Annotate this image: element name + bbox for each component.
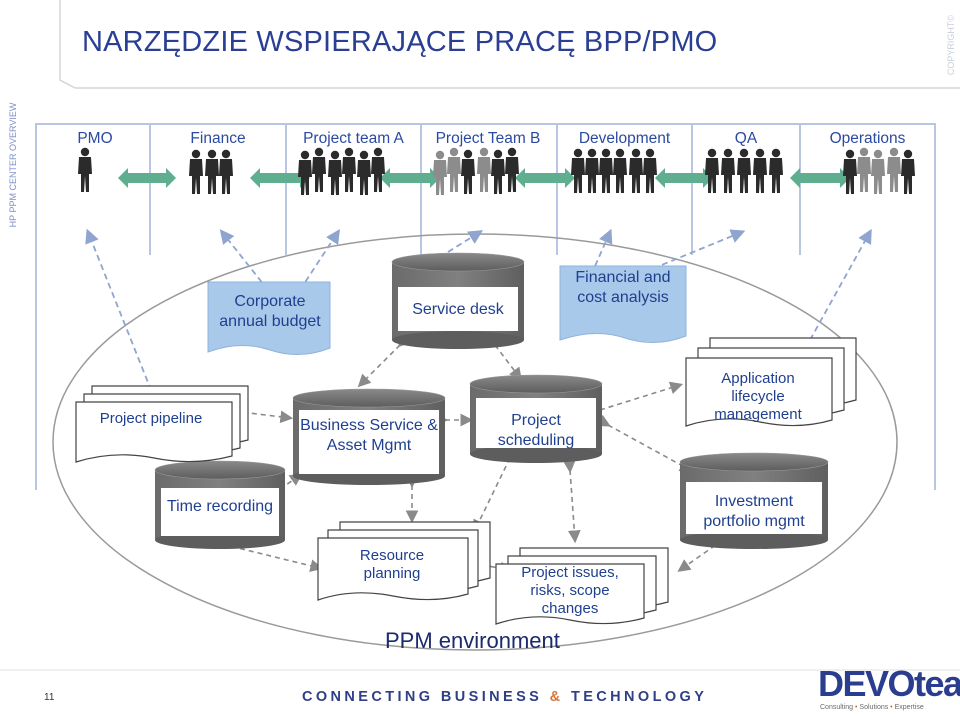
dept-project-team-b: Project Team B [435, 130, 541, 147]
footer-tagline: CONNECTING BUSINESS & TECHNOLOGY [302, 689, 708, 705]
resource-planning-label: Resource planning [359, 547, 425, 582]
page-number: 11 [44, 692, 55, 703]
people-icons [78, 147, 915, 195]
financial-analysis-label: Financial and cost analysis [575, 269, 671, 306]
devoteam-logo: DEVOteam [818, 663, 960, 704]
ppm-environment-label: PPM environment [385, 628, 560, 653]
dept-finance: Finance [190, 130, 246, 147]
dept-pmo: PMO [77, 130, 113, 147]
dept-operations: Operations [829, 130, 906, 147]
time-recording-label: Time recording [166, 498, 274, 515]
business-service-label: Business Service & Asset Mgmt [300, 417, 438, 454]
dept-development: Development [578, 130, 671, 147]
service-desk-label: Service desk [412, 301, 504, 318]
page-title: NARZĘDZIE WSPIERAJĄCE PRACĘ BPP/PMO [82, 26, 718, 58]
project-pipeline-label: Project pipeline [99, 410, 203, 427]
application-lifecycle-label: Application lifecycle management [714, 370, 802, 423]
side-label: HP PPM CENTER OVERVIEW [8, 102, 18, 228]
corporate-budget-label: Corporate annual budget [219, 293, 321, 330]
dept-qa: QA [734, 130, 758, 147]
dept-project-team-a: Project team A [303, 130, 404, 147]
project-issues-label: Project issues, risks, scope changes [521, 564, 619, 617]
investment-portfolio-label: Investment portfolio mgmt [703, 493, 805, 530]
copyright-label: COPYRIGHT© [946, 14, 956, 76]
logo-subtitle: Consulting • Solutions • Expertise [820, 704, 924, 711]
project-scheduling-label: Project scheduling [497, 412, 575, 449]
